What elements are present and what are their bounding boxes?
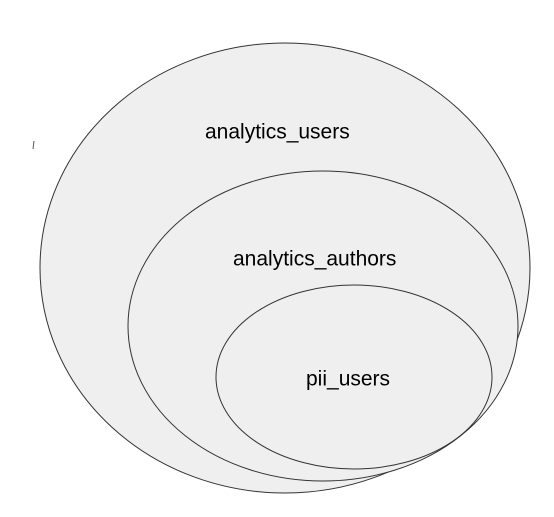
set-pii-users <box>215 284 493 470</box>
stray-mark <box>32 140 35 150</box>
label-analytics-users: analytics_users <box>205 121 350 144</box>
label-pii-users: pii_users <box>306 368 390 391</box>
label-analytics-authors: analytics_authors <box>233 248 396 271</box>
